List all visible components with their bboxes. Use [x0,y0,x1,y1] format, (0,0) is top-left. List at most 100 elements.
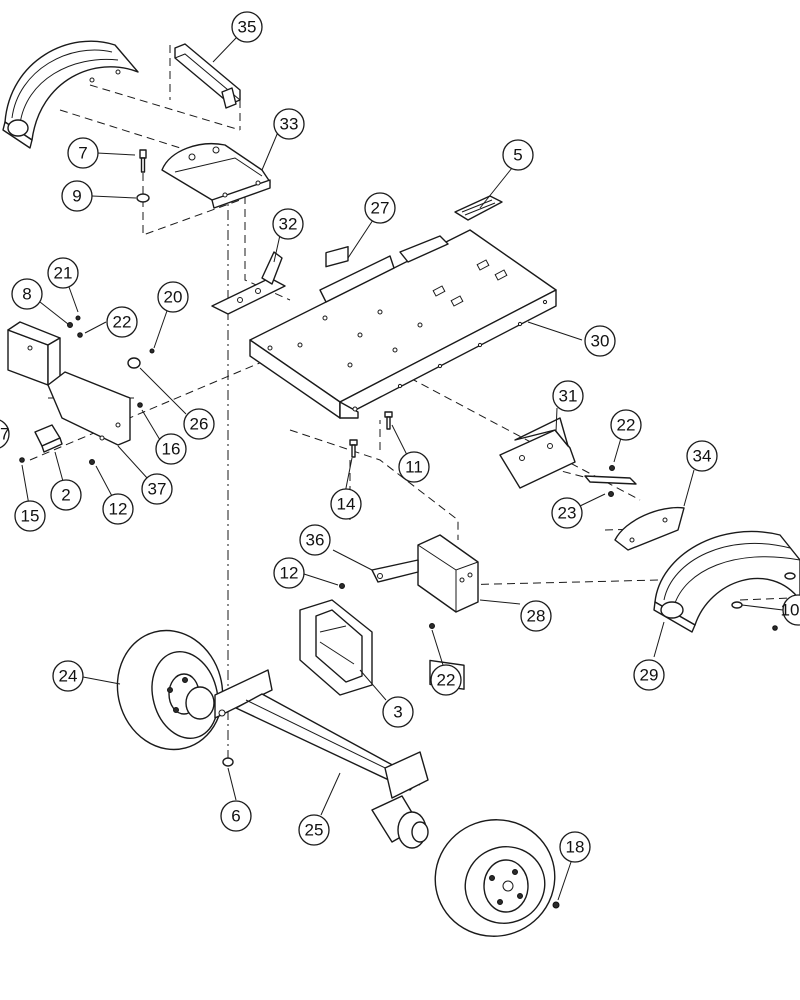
svg-text:12: 12 [280,564,299,583]
balloon-14: 14 [330,488,362,520]
screw-20 [149,348,155,354]
svg-text:8: 8 [22,285,31,304]
nut-12b [339,583,345,589]
balloon-30: 30 [584,325,616,357]
svg-text:22: 22 [617,416,636,435]
balloon-2: 2 [50,479,82,511]
balloon-29: 29 [633,659,665,691]
svg-text:14: 14 [337,495,356,514]
balloon-8: 8 [11,278,43,310]
balloon-21: 21 [47,257,79,289]
bar-23 [584,475,637,497]
svg-text:7: 7 [78,144,87,163]
svg-text:5: 5 [513,146,522,165]
balloon-10: 10 [781,594,800,626]
left-mount-bracket [7,321,131,446]
lug-nut-18 [552,901,560,909]
balloon-11: 11 [398,451,430,483]
left-wheel [116,629,224,751]
balloon-23: 23 [551,497,583,529]
balloon-12a: 12 [102,493,134,525]
left-fender [2,40,139,149]
svg-text:20: 20 [164,288,183,307]
svg-text:10: 10 [781,601,800,620]
bolt-7 [139,149,147,173]
nut-22a [77,332,83,338]
svg-text:31: 31 [559,387,578,406]
fender-brace [174,43,241,109]
svg-text:22: 22 [437,671,456,690]
balloon-32: 32 [272,208,304,240]
right-mount-bracket [499,417,576,489]
svg-text:16: 16 [162,440,181,459]
fender-bracket [161,143,271,209]
balloon-6: 6 [220,800,252,832]
svg-text:21: 21 [54,264,73,283]
balloon-22c: 22 [430,664,462,696]
bolt-11 [384,411,393,430]
nut-22c [429,623,435,629]
svg-text:2: 2 [61,486,70,505]
balloon-15: 15 [14,500,46,532]
svg-text:6: 6 [231,807,240,826]
fender-bracket-34 [614,506,685,551]
svg-text:35: 35 [238,18,257,37]
balloon-3: 3 [382,696,414,728]
axle-assembly [185,669,429,849]
svg-text:24: 24 [59,667,78,686]
washer-9 [136,193,150,203]
svg-text:28: 28 [527,607,546,626]
balloon-22a: 22 [106,306,138,338]
plate-5 [454,195,503,221]
bolt-14 [349,439,358,458]
balloon-36: 36 [299,524,331,556]
svg-text:30: 30 [591,332,610,351]
washer-8 [67,322,73,328]
balloon-12b: 12 [273,557,305,589]
balloon-5: 5 [502,139,534,171]
center-bracket-28 [371,534,479,690]
svg-text:37: 37 [148,480,167,499]
svg-text:12: 12 [109,500,128,519]
balloon-28: 28 [520,600,552,632]
svg-text:33: 33 [280,115,299,134]
balloon-9: 9 [61,180,93,212]
leader-lines [21,37,784,901]
balloon-37: 37 [141,473,173,505]
svg-text:17: 17 [0,425,9,444]
svg-text:22: 22 [113,313,132,332]
balloon-33: 33 [273,108,305,140]
grommet-26 [127,357,141,369]
balloon-31: 31 [552,380,584,412]
plate-27 [325,246,349,268]
control-box-3 [299,599,373,696]
balloon-34: 34 [686,440,718,472]
svg-text:32: 32 [279,215,298,234]
clip-2 [34,424,63,453]
balloon-25: 25 [298,814,330,846]
right-wheel [434,819,556,937]
balloon-35: 35 [231,11,263,43]
balloon-22b: 22 [610,409,642,441]
balloon-17: 17 [0,419,10,449]
right-fender [653,530,800,633]
balloon-16: 16 [155,433,187,465]
balloon-24: 24 [52,660,84,692]
callout-balloons: 35 33 7 9 5 27 32 21 8 22 20 30 26 16 17… [0,11,800,863]
svg-text:36: 36 [306,531,325,550]
balloon-18: 18 [559,831,591,863]
balloon-20: 20 [157,281,189,313]
nut-6 [222,757,234,767]
screw-15 [19,457,25,463]
svg-text:11: 11 [405,458,423,477]
nut-12a [89,459,95,465]
svg-text:26: 26 [190,415,209,434]
nut-22b [609,465,615,471]
svg-text:29: 29 [640,666,659,685]
svg-text:34: 34 [693,447,712,466]
svg-text:9: 9 [72,187,81,206]
svg-text:18: 18 [566,838,585,857]
svg-text:15: 15 [21,507,40,526]
svg-text:23: 23 [558,504,577,523]
svg-text:25: 25 [305,821,324,840]
